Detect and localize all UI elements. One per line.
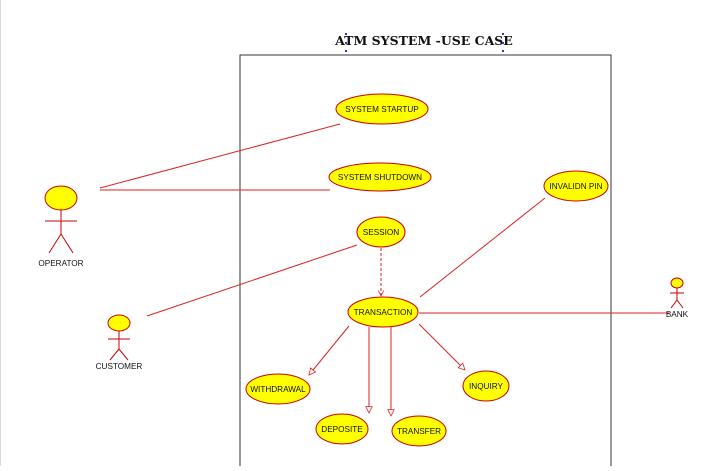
use-case-label: SYSTEM STARTUP — [345, 105, 419, 114]
transaction-withdrawal-generalization — [309, 325, 350, 375]
use-case-deposite[interactable]: DEPOSITE — [315, 413, 369, 445]
relationship-lines — [99, 123, 669, 416]
use-case-withdrawal[interactable]: WITHDRAWAL — [245, 373, 311, 405]
use-case-label: INVALIDN PIN — [549, 182, 602, 191]
actor-bank[interactable]: BANK — [666, 277, 689, 319]
actor-label: OPERATOR — [38, 259, 83, 268]
use-case-label: SYSTEM SHUTDOWN — [338, 173, 422, 182]
bank-figure-icon — [670, 277, 684, 309]
actor-customer[interactable]: CUSTOMER — [96, 314, 143, 371]
actor-label: CUSTOMER — [96, 362, 143, 371]
use-case-inquiry[interactable]: INQUIRY — [462, 370, 510, 402]
use-case-label: TRANSFER — [397, 427, 441, 436]
actor-label: BANK — [666, 310, 689, 319]
use-case-system-shutdown[interactable]: SYSTEM SHUTDOWN — [328, 162, 432, 192]
use-case-label: INQUIRY — [469, 382, 504, 391]
use-case-label: DEPOSITE — [321, 425, 363, 434]
transaction-invalidpin-extend — [419, 197, 546, 298]
customer-figure-icon — [107, 314, 131, 361]
operator-figure-icon — [44, 185, 78, 254]
operator-startup-association — [99, 123, 341, 189]
title-selection-handles — [345, 33, 504, 52]
customer-session-association — [146, 244, 358, 317]
actor-operator[interactable]: OPERATOR — [38, 185, 84, 268]
transaction-inquiry-generalization — [418, 323, 465, 370]
diagram-title: ATM SYSTEM -USE CASE — [334, 33, 513, 52]
use-case-transfer[interactable]: TRANSFER — [391, 415, 447, 447]
use-case-label: WITHDRAWAL — [250, 385, 306, 394]
use-case-invalid-pin[interactable]: INVALIDN PIN — [543, 170, 609, 202]
use-case-session[interactable]: SESSION — [356, 216, 406, 248]
use-case-system-startup[interactable]: SYSTEM STARTUP — [335, 93, 429, 125]
use-case-transaction[interactable]: TRANSACTION — [347, 296, 419, 328]
system-boundary — [239, 54, 612, 466]
use-case-label: SESSION — [363, 228, 399, 237]
use-case-label: TRANSACTION — [354, 308, 413, 317]
title-text: ATM SYSTEM -USE CASE — [334, 33, 513, 48]
